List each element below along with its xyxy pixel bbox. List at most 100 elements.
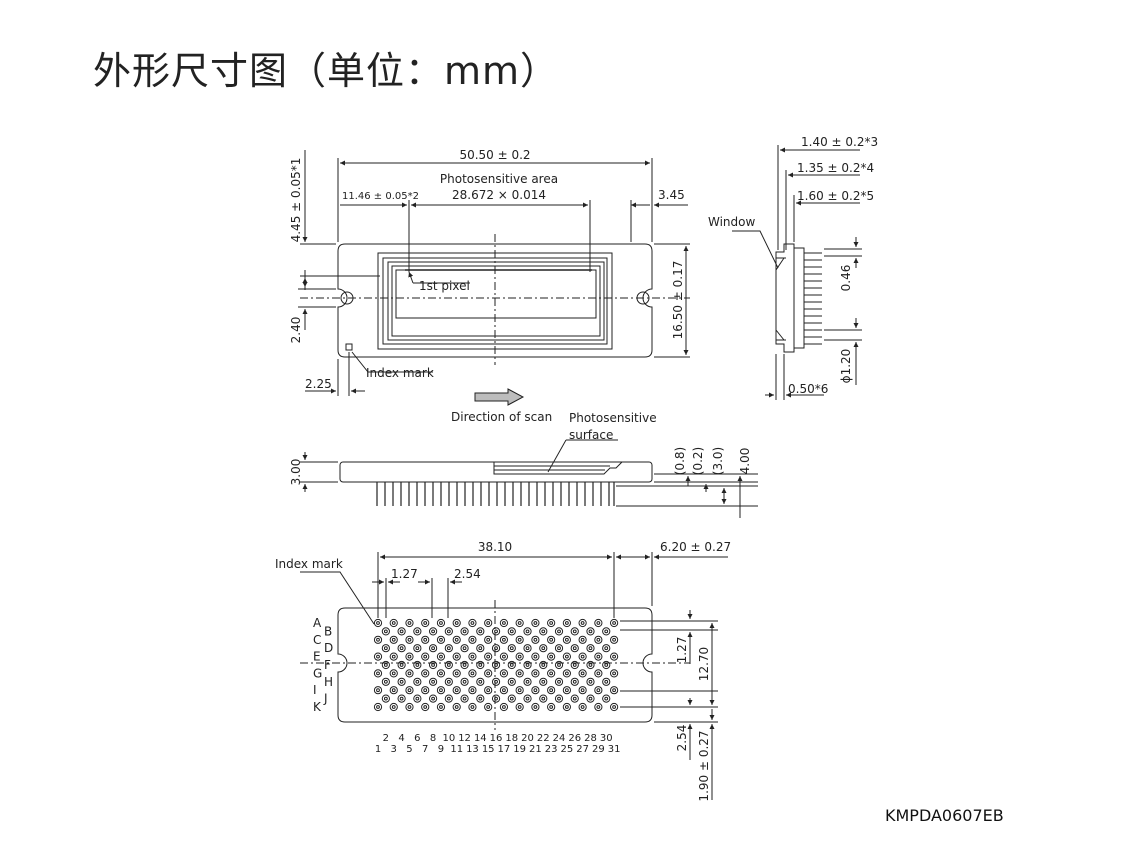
pin	[389, 635, 398, 644]
left-offset-label: 11.46 ± 0.05*2	[342, 191, 419, 202]
pin	[476, 677, 485, 686]
pin	[515, 618, 524, 628]
pin	[531, 686, 540, 695]
pin	[484, 686, 493, 695]
pin	[468, 635, 477, 644]
bottom-dim-label: 1.90 ± 0.27	[697, 730, 711, 801]
pin	[405, 686, 414, 695]
pin	[397, 627, 406, 636]
pin	[610, 702, 619, 712]
column-number: 22	[537, 733, 550, 744]
pin	[523, 694, 532, 703]
pin	[413, 644, 422, 653]
pin	[381, 677, 390, 686]
pin	[610, 635, 619, 644]
pin	[436, 618, 446, 628]
pin	[444, 694, 453, 703]
pin	[570, 660, 579, 670]
row-label: A	[313, 616, 322, 630]
pin	[421, 686, 430, 695]
pin	[484, 669, 493, 678]
pin	[507, 660, 516, 670]
pin	[578, 702, 587, 712]
front-pins	[376, 482, 615, 506]
pin	[373, 686, 383, 695]
column-number: 3	[391, 744, 397, 755]
bottom-index-mark-label: Index mark	[275, 557, 343, 571]
side-dim-3: 1.60 ± 0.2*5	[797, 189, 874, 203]
column-number: 30	[600, 733, 613, 744]
thickness-label: 3.00	[289, 459, 303, 486]
right-dim-label: 6.20 ± 0.27	[660, 540, 731, 554]
pin	[460, 644, 469, 653]
pin	[531, 618, 540, 628]
column-number: 13	[466, 744, 479, 755]
pin	[428, 694, 438, 703]
column-number: 25	[561, 744, 574, 755]
pin	[578, 669, 587, 678]
pin	[531, 635, 540, 644]
pin	[586, 694, 595, 703]
pin	[405, 635, 414, 644]
pin	[444, 677, 453, 686]
pin	[531, 702, 540, 712]
pin	[452, 635, 461, 644]
column-number: 19	[513, 744, 526, 755]
pin	[507, 694, 516, 703]
column-number: 12	[458, 733, 471, 744]
pin	[397, 677, 406, 686]
page-title: 外形尺寸图（单位：mm）	[93, 49, 560, 93]
pin	[594, 686, 603, 695]
pin	[452, 652, 461, 661]
pin	[476, 660, 485, 670]
column-number: 31	[608, 744, 621, 755]
pin	[491, 677, 501, 686]
top-offset-label: 4.45 ± 0.05*1	[289, 158, 303, 243]
pin	[499, 635, 509, 644]
pin	[523, 627, 532, 636]
column-number: 29	[592, 744, 605, 755]
pin	[373, 652, 383, 661]
pin	[539, 660, 548, 670]
side-view	[732, 145, 862, 400]
column-number: 4	[398, 733, 404, 744]
pin	[421, 669, 430, 678]
pin	[428, 627, 438, 636]
pin	[397, 660, 406, 670]
side-pins	[804, 252, 822, 345]
pin	[452, 618, 461, 628]
pin	[468, 618, 477, 628]
pin	[507, 644, 516, 653]
window-label: Window	[708, 215, 756, 229]
pin	[397, 644, 406, 653]
pin	[539, 644, 548, 653]
pin-pitch-label: 0.46	[839, 265, 853, 292]
column-number: 1	[375, 744, 381, 755]
top-view	[298, 150, 690, 406]
pin	[578, 635, 587, 644]
pitch-x2-label: 2.54	[454, 567, 481, 581]
pin	[460, 660, 469, 670]
row-label: K	[313, 700, 322, 714]
photosensitive-area-value: 28.672 × 0.014	[452, 188, 546, 202]
pin	[389, 702, 398, 712]
pin	[547, 652, 556, 661]
package-outline-top	[337, 243, 653, 358]
pin	[586, 677, 595, 686]
pin	[547, 669, 556, 678]
pin	[586, 660, 595, 670]
pin	[554, 660, 564, 670]
column-number: 16	[490, 733, 503, 744]
row-label: G	[313, 666, 322, 680]
pin	[381, 644, 390, 653]
pin	[499, 686, 509, 695]
pin	[436, 652, 446, 661]
pin	[547, 686, 556, 695]
pin	[602, 694, 611, 703]
pitch-x1-label: 1.27	[391, 567, 418, 581]
pin	[389, 618, 398, 628]
pin	[594, 702, 603, 712]
front-d2: (0.2)	[691, 447, 705, 475]
pin	[491, 660, 501, 670]
